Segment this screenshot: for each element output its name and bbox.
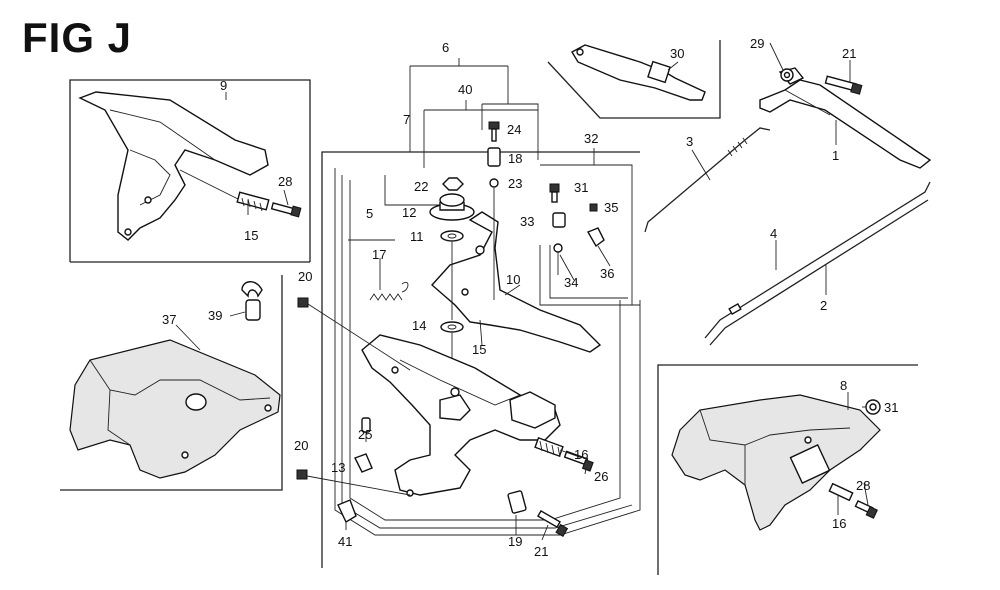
callout-10: 10	[506, 272, 520, 287]
part-10-lever	[431, 211, 602, 353]
callout-25: 24	[507, 122, 521, 137]
frame-center	[321, 151, 640, 568]
callout-32: 32	[584, 131, 598, 146]
callout-15-left: 15	[244, 228, 258, 243]
callout-22: 21	[534, 544, 548, 559]
callout-30: 30	[670, 46, 684, 61]
callout-16-center: 16	[574, 447, 588, 462]
callout-35: 34	[564, 275, 578, 290]
callout-27: 26	[594, 469, 608, 484]
part-8-cover	[671, 394, 881, 531]
callout-34: 37	[162, 312, 176, 327]
callout-7: 7	[403, 112, 410, 127]
callout-28-right: 28	[856, 478, 870, 493]
callout-9: 9	[220, 78, 227, 93]
callout-11: 11	[410, 229, 424, 244]
callout-5: 5	[366, 206, 373, 221]
part-15-bracket	[361, 334, 561, 497]
callout-33: 33	[520, 214, 534, 229]
callout-2: 2	[820, 298, 827, 313]
callout-20-top: 20	[298, 269, 312, 284]
leader-lines	[175, 42, 869, 541]
small-fasteners	[487, 121, 605, 300]
callout-26: 25	[358, 427, 372, 442]
callout-8: 8	[840, 378, 847, 393]
callout-38: 35	[604, 200, 618, 215]
left-fasteners	[296, 297, 411, 523]
callout-23: 22	[414, 179, 428, 194]
part-9-bracket	[78, 91, 302, 241]
callout-12: 12	[402, 205, 416, 220]
part-30-lever	[571, 44, 706, 101]
callout-41: 41	[338, 534, 352, 549]
callout-39: 39	[208, 308, 222, 323]
callout-4: 4	[770, 226, 777, 241]
callout-labels: 9 28 15 20 37 39 20 6 40 7 24 18 23 32 2…	[162, 36, 898, 559]
frame-bottom-right	[657, 364, 918, 575]
callout-6: 6	[442, 40, 449, 55]
callout-21: 21	[842, 46, 856, 61]
part-39-clip	[241, 281, 263, 321]
part-1-arm	[759, 67, 932, 169]
parts-19-22	[507, 490, 569, 538]
rods	[644, 127, 931, 346]
callout-13: 13	[331, 460, 345, 475]
callout-19: 19	[508, 534, 522, 549]
callout-36: 36	[600, 266, 614, 281]
frame-top-left	[69, 79, 311, 262]
frame-bottom-left	[60, 275, 283, 491]
callout-37: 31	[574, 180, 588, 195]
callout-16-right: 16	[832, 516, 846, 531]
callout-24: 23	[508, 176, 522, 191]
callout-14: 14	[412, 318, 426, 333]
frame-part-30	[547, 40, 721, 119]
callout-15-center: 15	[472, 342, 486, 357]
part-31-nut	[865, 399, 881, 415]
callout-40: 40	[458, 82, 472, 97]
callout-17: 17	[372, 247, 386, 262]
part-34-cover	[69, 339, 281, 479]
springs	[369, 281, 594, 472]
callout-1: 1	[832, 148, 839, 163]
section-frames	[60, 40, 918, 575]
center-knob-stack	[429, 177, 475, 395]
callout-20-bottom: 20	[294, 438, 308, 453]
callout-18: 18	[508, 151, 522, 166]
callout-3: 3	[686, 134, 693, 149]
callout-28: 28	[278, 174, 292, 189]
callout-29: 29	[750, 36, 764, 51]
figure-title: FIG J	[22, 14, 133, 61]
callout-31: 31	[884, 400, 898, 415]
